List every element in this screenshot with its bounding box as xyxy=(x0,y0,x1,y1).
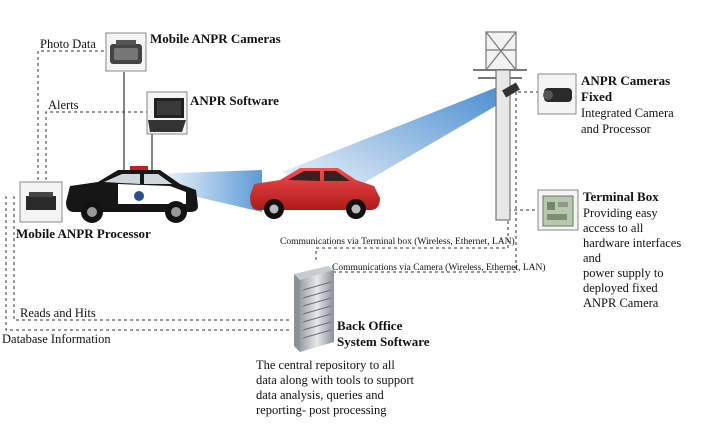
mobile-processor-icon xyxy=(19,181,63,223)
back-office-server xyxy=(294,266,334,352)
fixed-camera-icon xyxy=(537,73,577,115)
back-office-desc-line: reporting- post processing xyxy=(256,403,387,417)
terminal-desc-line: Providing easy xyxy=(583,206,658,220)
back-office-desc: The central repository to all data along… xyxy=(256,358,414,418)
terminal-desc-line: hardware interfaces xyxy=(583,236,682,250)
back-office-desc-line: data along with tools to support xyxy=(256,373,414,387)
comm-terminal-label: Communications via Terminal box (Wireles… xyxy=(280,237,515,247)
photo-data-line xyxy=(37,50,106,192)
back-office-desc-line: The central repository to all xyxy=(256,358,395,372)
solid-links xyxy=(123,72,153,176)
red-car xyxy=(250,168,380,219)
database-info-line xyxy=(5,196,292,331)
database-info-label: Database Information xyxy=(2,332,111,346)
integrated-label-1: Integrated Camera xyxy=(581,106,674,120)
terminal-desc-line: deployed fixed xyxy=(583,281,658,295)
camera-pole xyxy=(473,31,527,221)
terminal-desc-line: ANPR Camera xyxy=(583,296,659,310)
back-office-title-1: Back Office xyxy=(337,318,403,333)
comm-camera-label: Communications via Camera (Wireless, Eth… xyxy=(332,263,546,273)
back-office-title-2: System Software xyxy=(337,334,430,349)
alerts-label: Alerts xyxy=(48,98,79,112)
reads-hits-label: Reads and Hits xyxy=(20,306,96,320)
terminal-desc-line: power supply to xyxy=(583,266,664,280)
mobile-cameras-label: Mobile ANPR Cameras xyxy=(150,31,281,46)
alerts-line xyxy=(45,111,147,192)
fixed-cameras-title-2: Fixed xyxy=(581,89,613,104)
mobile-camera-icon xyxy=(105,32,147,72)
laptop-icon xyxy=(146,91,188,135)
comm-terminal-line xyxy=(315,215,509,262)
connection-lines xyxy=(5,50,538,331)
terminal-desc: Providing easy access to all hardware in… xyxy=(583,206,681,311)
anpr-software-label: ANPR Software xyxy=(190,93,279,108)
mobile-camera-beam xyxy=(150,170,262,212)
terminal-desc-line: and xyxy=(583,251,602,265)
terminal-box-label: Terminal Box xyxy=(583,189,659,204)
mobile-processor-label: Mobile ANPR Processor xyxy=(16,226,151,241)
terminal-desc-line: access to all xyxy=(583,221,644,235)
comm-camera-line xyxy=(322,92,517,273)
pole-camera xyxy=(502,82,520,98)
back-office-desc-line: data analysis, queries and xyxy=(256,388,384,402)
police-car xyxy=(66,166,198,223)
integrated-label-2: and Processor xyxy=(581,122,651,136)
terminal-box-icon xyxy=(537,189,579,231)
fixed-cameras-title-1: ANPR Cameras xyxy=(581,73,671,88)
photo-data-label: Photo Data xyxy=(40,37,96,51)
